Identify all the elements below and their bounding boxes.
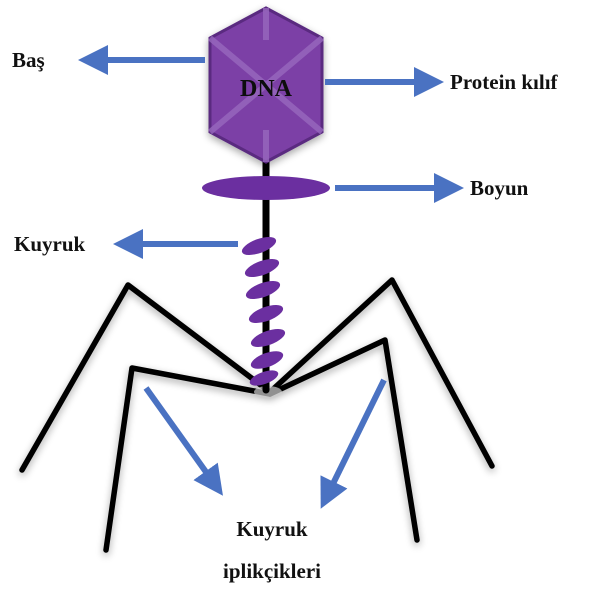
label-tail: Kuyruk xyxy=(14,232,86,256)
label-tail-fibers-line2: iplikçikleri xyxy=(223,559,321,583)
neck-collar xyxy=(202,176,330,200)
arrow-tail-fiber-right xyxy=(326,380,384,498)
outer-leg-left xyxy=(22,285,270,470)
label-protein-coat: Protein kılıf xyxy=(450,70,559,94)
label-head: Baş xyxy=(12,48,45,72)
capsid-head: DNA xyxy=(210,8,322,162)
tail-ring xyxy=(243,255,282,280)
outer-leg-right xyxy=(270,280,492,466)
arrow-tail-fiber-left xyxy=(146,388,216,486)
label-neck: Boyun xyxy=(470,176,529,200)
label-tail-fibers-line1: Kuyruk xyxy=(236,517,308,541)
tail-ring xyxy=(240,233,279,258)
dna-label: DNA xyxy=(240,76,293,102)
